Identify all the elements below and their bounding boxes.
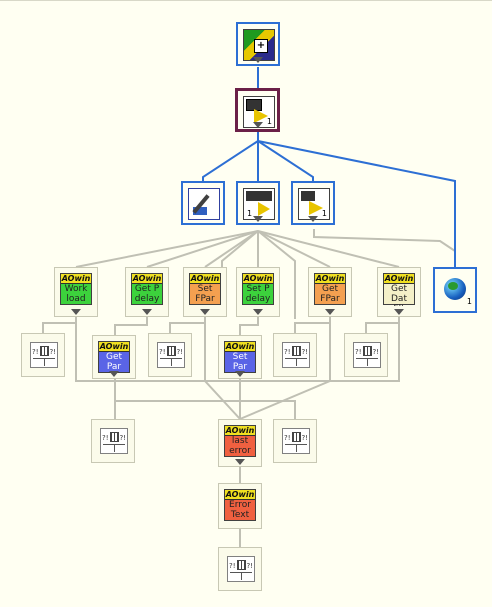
globe-icon: 1 (440, 274, 472, 306)
expand-arrow-icon[interactable] (308, 216, 318, 222)
node-get-p-delay[interactable]: AOwin Get P delay (125, 267, 169, 317)
instance-count: 1 (466, 297, 472, 306)
wire (239, 317, 259, 335)
node-set-p-delay[interactable]: AOwin Set P delay (236, 267, 280, 317)
aowin-header: AOwin (225, 342, 255, 352)
node-globe-vi[interactable]: 1 (433, 267, 477, 313)
node-cell[interactable]: ?!?! (273, 333, 317, 377)
panel-play-icon: 1 (243, 188, 275, 220)
cell-array-icon: ?!?! (227, 556, 255, 582)
cell-array-icon: ?!?! (30, 342, 58, 368)
wire (365, 317, 400, 333)
instance-count: 1 (266, 117, 272, 126)
expand-arrow-icon[interactable] (252, 122, 263, 128)
node-cell[interactable]: ?!?! (344, 333, 388, 377)
wire (239, 377, 296, 419)
node-cell[interactable]: ?!?! (218, 547, 262, 591)
wire (204, 230, 259, 268)
node-edit-vi[interactable] (181, 181, 225, 225)
expand-arrow-icon[interactable] (253, 216, 263, 222)
wire (204, 317, 241, 420)
node-label: Set FPar (195, 284, 215, 304)
node-panel-vi[interactable]: 1 (236, 181, 280, 225)
expand-arrow-icon[interactable] (142, 309, 152, 315)
node-label: Work load (64, 284, 88, 304)
pencil-edit-icon (188, 188, 220, 220)
aowin-header: AOwin (243, 274, 273, 284)
aowin-header: AOwin (132, 274, 162, 284)
node-label: Get P delay (134, 284, 160, 304)
node-label: Error Text (229, 500, 251, 520)
wire (114, 317, 148, 335)
node-label: Get Par (105, 352, 123, 372)
node-cell[interactable]: ?!?! (273, 419, 317, 463)
cell-array-icon: ?!?! (157, 342, 185, 368)
wire (257, 230, 296, 319)
node-main-vi[interactable]: 1 (235, 88, 280, 132)
node-cell[interactable]: ?!?! (21, 333, 65, 377)
expand-arrow-icon[interactable] (200, 309, 210, 315)
aowin-header: AOwin (99, 342, 129, 352)
node-get-dat-flt[interactable]: AOwin Get Dat Flt (377, 267, 421, 317)
expand-arrow-icon[interactable] (109, 371, 119, 377)
node-get-fpar[interactable]: AOwin Get FPar (308, 267, 352, 317)
wire (257, 230, 331, 268)
wire (294, 317, 331, 333)
aowin-header: AOwin (61, 274, 91, 284)
node-toolbar-vi[interactable]: + (236, 22, 280, 66)
wire (313, 229, 456, 252)
wire (146, 230, 259, 268)
film-plus-icon: + (243, 29, 275, 61)
node-set-fpar[interactable]: AOwin Set FPar (183, 267, 227, 317)
wire (75, 230, 259, 268)
expand-arrow-icon[interactable] (235, 371, 245, 377)
wire (169, 317, 206, 333)
node-label: Set Par (232, 352, 248, 372)
expand-arrow-icon[interactable] (253, 57, 263, 63)
node-label: Get FPar (320, 284, 340, 304)
node-run-vi[interactable]: 1 (291, 181, 335, 225)
instance-count: 1 (247, 209, 253, 218)
expand-arrow-icon[interactable] (394, 309, 404, 315)
node-label: Get Dat Flt (390, 284, 408, 306)
wire-blue (257, 140, 456, 267)
expand-arrow-icon[interactable] (325, 309, 335, 315)
node-set-par[interactable]: AOwin Set Par (218, 335, 262, 379)
cell-array-icon: ?!?! (282, 428, 310, 454)
node-get-par[interactable]: AOwin Get Par (92, 335, 136, 379)
node-error-text[interactable]: AOwin Error Text (218, 483, 262, 529)
wire (240, 317, 400, 382)
expand-arrow-icon[interactable] (71, 309, 81, 315)
wire (257, 230, 400, 268)
expand-arrow-icon[interactable] (235, 459, 245, 465)
aowin-header: AOwin (190, 274, 220, 284)
wire-blue (257, 140, 314, 181)
expand-arrow-icon[interactable] (253, 309, 263, 315)
node-last-error[interactable]: AOwin last error (218, 419, 262, 467)
node-work-load[interactable]: AOwin Work load (54, 267, 98, 317)
node-cell[interactable]: ?!?! (91, 419, 135, 463)
node-cell[interactable]: ?!?! (148, 333, 192, 377)
wire-blue (202, 140, 259, 181)
node-label: Set P delay (245, 284, 271, 304)
vi-run-icon: 1 (243, 96, 275, 128)
cell-array-icon: ?!?! (282, 342, 310, 368)
aowin-header: AOwin (225, 426, 255, 436)
instance-count: 1 (321, 209, 327, 218)
cell-array-icon: ?!?! (353, 342, 381, 368)
node-label: last error (229, 436, 251, 456)
aowin-header: AOwin (225, 490, 255, 500)
vi-run-icon: 1 (298, 188, 330, 220)
plus-icon: + (254, 39, 268, 53)
cell-array-icon: ?!?! (100, 428, 128, 454)
wire (42, 317, 77, 333)
aowin-header: AOwin (384, 274, 414, 284)
aowin-header: AOwin (315, 274, 345, 284)
